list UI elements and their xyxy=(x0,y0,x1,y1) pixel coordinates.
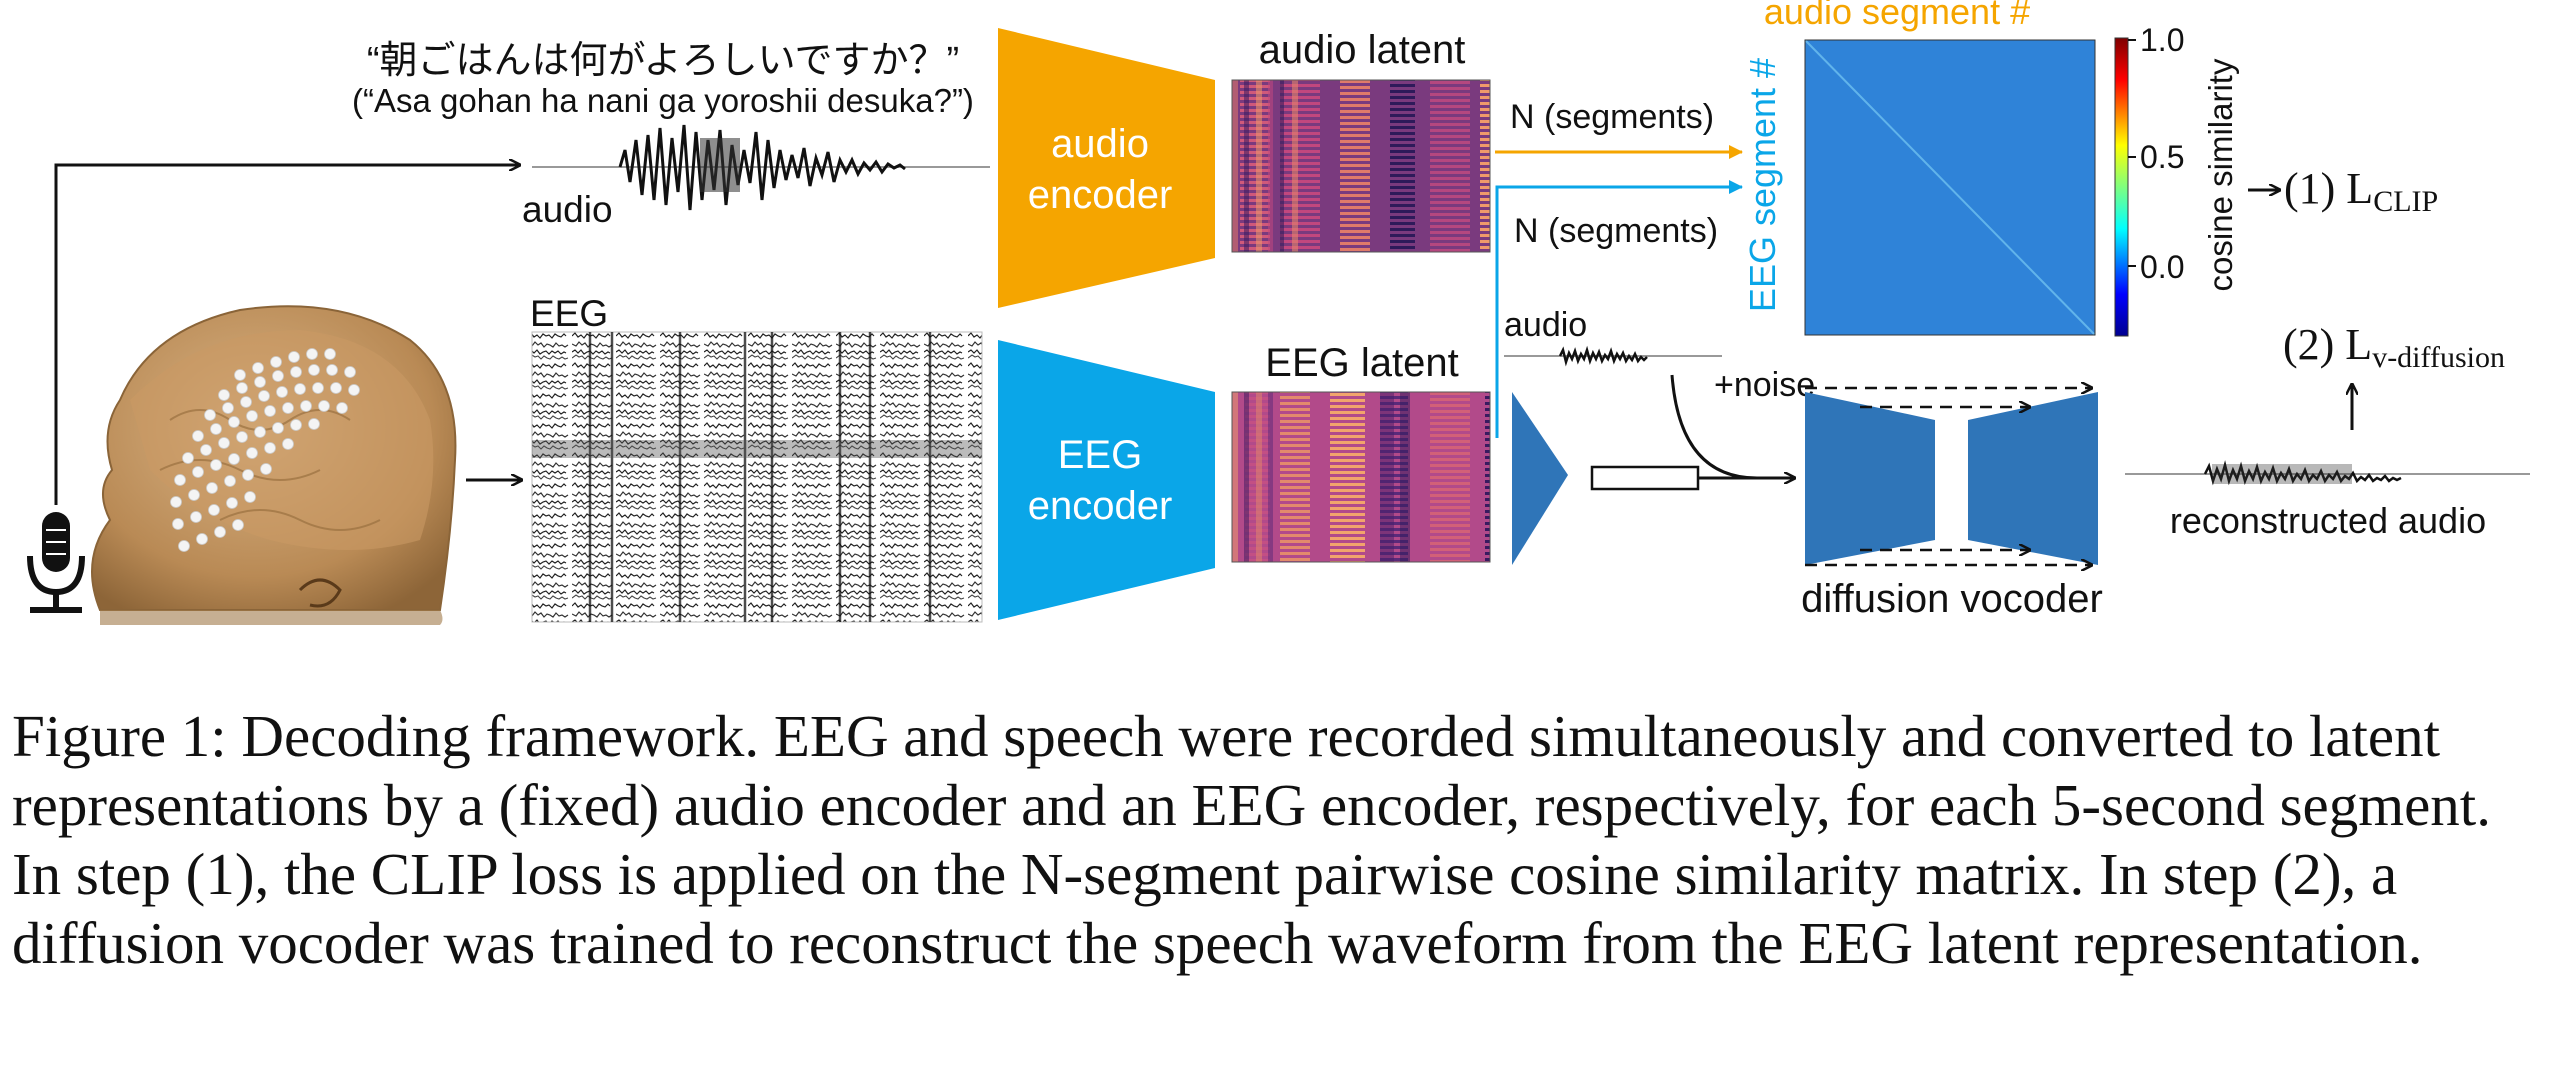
eeg-latent-to-matrix-arrow xyxy=(1495,180,1743,438)
eeg-encoder-line2: encoder xyxy=(1028,484,1173,528)
noise-label: +noise xyxy=(1714,366,1815,404)
colorbar-label: cosine similarity xyxy=(2202,58,2239,291)
audio-encoder-line1: audio xyxy=(1051,122,1149,166)
audio-label: audio xyxy=(522,189,613,230)
eeg-encoder xyxy=(998,340,1215,620)
eeg-label: EEG xyxy=(530,293,608,334)
colorbar-tick-2: 0.5 xyxy=(2140,139,2184,175)
conditioning-vector xyxy=(1590,465,1700,491)
conditioning-encoder xyxy=(1512,392,1568,565)
eeg-recording xyxy=(531,331,983,623)
n-segments-bottom: N (segments) xyxy=(1514,212,1718,250)
audio-encoder-line2: encoder xyxy=(1028,173,1173,217)
audio-waveform xyxy=(532,124,990,211)
cosine-similarity-matrix xyxy=(1804,39,2096,336)
n-segments-top: N (segments) xyxy=(1510,98,1714,136)
loss2-subscript: v-diffusion xyxy=(2372,341,2505,374)
audio-latent-title: audio latent xyxy=(1259,28,1466,72)
loss1-prefix: (1) L xyxy=(2284,164,2373,213)
quote-japanese: “朝ごはんは何がよろしいですか？” xyxy=(367,40,959,82)
audio-segment-axis-label: audio segment # xyxy=(1764,0,2030,32)
reconstructed-audio-label: reconstructed audio xyxy=(2170,500,2486,541)
loss1-subscript: CLIP xyxy=(2373,185,2438,218)
eeg-segment-axis-label: EEG segment # xyxy=(1742,58,1783,312)
colorbar-tick-1: 1.0 xyxy=(2140,22,2184,58)
eeg-latent-title: EEG latent xyxy=(1265,341,1458,385)
figure-caption: Figure 1: Decoding framework. EEG and sp… xyxy=(12,703,2491,976)
audio-encoder xyxy=(998,28,1215,308)
mic-to-audio-arrow xyxy=(54,165,520,505)
head-eeg-illustration xyxy=(91,305,457,625)
loss2-prefix: (2) L xyxy=(2283,320,2372,369)
quote-romaji: (“Asa gohan ha nani ga yoroshii desuka?”… xyxy=(352,82,974,119)
loss2-label: (2) Lv-diffusion xyxy=(2283,320,2505,374)
reconstructed-audio-waveform xyxy=(2125,460,2530,486)
microphone-icon xyxy=(27,512,85,613)
loss1-label: (1) LCLIP xyxy=(2284,164,2438,218)
colorbar-tick-3: 0.0 xyxy=(2140,249,2184,285)
diffusion-vocoder xyxy=(1805,392,2098,565)
decoding-framework-diagram: “朝ごはんは何がよろしいですか？” (“Asa gohan ha nani ga… xyxy=(27,0,2530,625)
vocoder-label: diffusion vocoder xyxy=(1801,577,2103,621)
eeg-latent-matrix xyxy=(1231,391,1491,563)
small-audio-waveform xyxy=(1504,345,1722,367)
eeg-encoder-line1: EEG xyxy=(1058,433,1142,477)
audio-latent-matrix xyxy=(1231,79,1491,253)
colorbar xyxy=(2114,37,2136,337)
small-audio-label: audio xyxy=(1504,306,1587,344)
